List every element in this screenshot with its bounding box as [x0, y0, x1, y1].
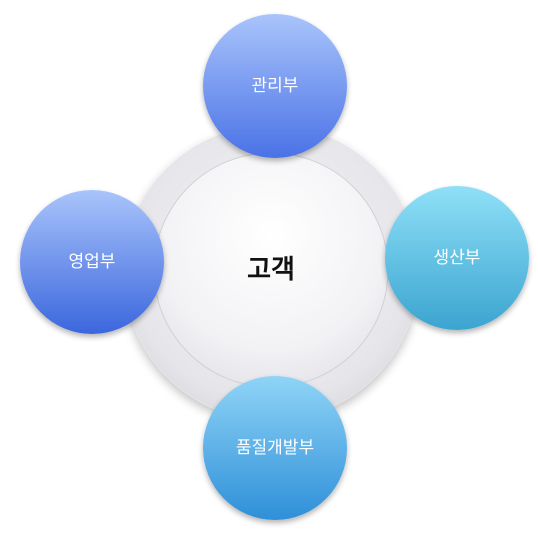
node-top: 관리부 [203, 14, 347, 158]
node-left-circle [20, 190, 164, 334]
node-right-circle [385, 186, 529, 330]
node-bottom-circle [203, 376, 347, 520]
node-left: 영업부 [20, 190, 164, 334]
node-top-label: 관리부 [252, 76, 299, 96]
node-bottom-label: 품질개발부 [236, 438, 314, 458]
center-label: 고객 [247, 255, 295, 285]
node-right: 생산부 [385, 186, 529, 330]
node-bottom: 품질개발부 [203, 376, 347, 520]
node-left-label: 영업부 [69, 252, 116, 272]
node-top-circle [203, 14, 347, 158]
node-right-label: 생산부 [434, 248, 481, 268]
